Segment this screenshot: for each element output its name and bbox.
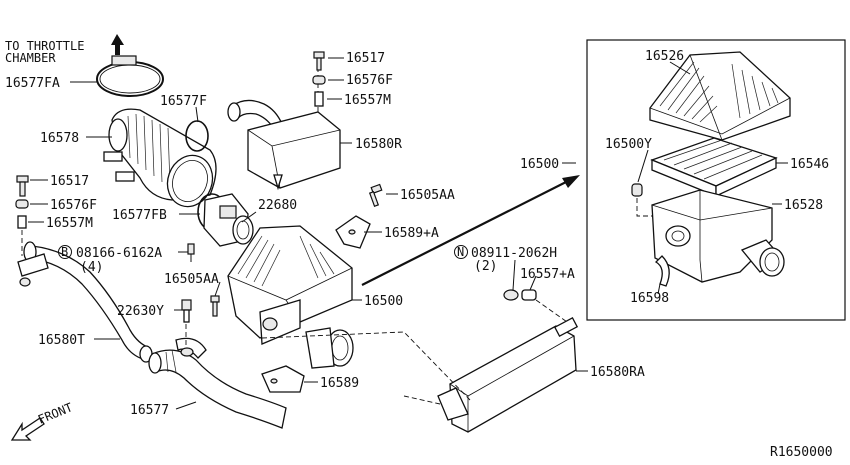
label-b-circle: B	[61, 245, 68, 259]
label-reference-code: R1650000	[770, 445, 833, 460]
air-cleaner-assembly-16500	[227, 225, 354, 369]
label-16589A: 16589+A	[384, 226, 439, 241]
screw-set-top	[312, 51, 326, 107]
label-08911-2062H: 08911-2062H	[471, 246, 557, 261]
label-22680: 22680	[258, 198, 297, 213]
screw-16505AA-mid	[210, 295, 220, 317]
grommet-16500Y	[631, 183, 655, 217]
label-16580R: 16580R	[355, 137, 402, 152]
label-front: FRONT	[36, 400, 75, 427]
resonator-16580R	[227, 58, 341, 191]
leader-lines	[28, 57, 788, 410]
mass-air-flow-sensor-22680	[203, 193, 254, 247]
screw-set-left	[15, 175, 29, 256]
label-16526: 16526	[645, 49, 684, 64]
label-16546: 16546	[790, 157, 829, 172]
air-filter-element	[650, 137, 778, 198]
label-16557M-top: 16557M	[344, 93, 391, 108]
label-08166-6162A: 08166-6162A	[76, 246, 162, 261]
label-16577FB: 16577FB	[112, 208, 167, 223]
hose-16580T	[17, 241, 153, 363]
label-to-throttle: TO THROTTLE	[5, 39, 84, 53]
label-16577FA: 16577FA	[5, 76, 60, 91]
label-16576F-top: 16576F	[346, 73, 393, 88]
label-16577: 16577	[130, 403, 169, 418]
label-16500-mid: 16500	[364, 294, 403, 309]
to-throttle-arrow	[111, 34, 124, 55]
bracket-16589A	[335, 215, 371, 249]
temperature-sensor-22630Y	[180, 299, 194, 357]
bolt-08166-6162A	[187, 243, 195, 262]
resonator-16580RA	[261, 317, 579, 433]
bracket-16589	[261, 365, 305, 393]
n-circle-icon	[454, 245, 468, 259]
air-cleaner-detail-box	[586, 39, 846, 321]
clip-16598	[654, 255, 670, 287]
air-cleaner-upper-cover	[649, 51, 791, 141]
air-duct-16578	[103, 108, 217, 208]
label-16505AA-right: 16505AA	[400, 188, 455, 203]
label-n-circle: N	[457, 245, 464, 259]
hose-clamp-16577FA	[96, 55, 164, 97]
label-16589: 16589	[320, 376, 359, 391]
detail-arrow	[361, 175, 580, 286]
front-direction-arrow	[10, 417, 45, 441]
label-22630Y: 22630Y	[117, 304, 164, 319]
label-16517-left: 16517	[50, 174, 89, 189]
nut-08911-2062H	[503, 289, 519, 301]
label-16598: 16598	[630, 291, 669, 306]
label-16580T: 16580T	[38, 333, 85, 348]
collar-16557A	[521, 289, 571, 325]
label-16557A: 16557+A	[520, 267, 575, 282]
label-16500-outer: 16500	[520, 157, 559, 172]
label-16580RA: 16580RA	[590, 365, 645, 380]
label-qty-2: (2)	[474, 259, 497, 274]
label-16505AA-mid: 16505AA	[164, 272, 219, 287]
hose-clamp-16577F	[185, 120, 209, 152]
label-16576F-left: 16576F	[50, 198, 97, 213]
label-16577F: 16577F	[160, 94, 207, 109]
screw-16505AA-right	[368, 183, 383, 208]
label-16528: 16528	[784, 198, 823, 213]
label-16578: 16578	[40, 131, 79, 146]
part-labels: TO THROTTLE CHAMBER 16577FA 16578 16577F…	[5, 39, 833, 460]
label-16517-top: 16517	[346, 51, 385, 66]
label-qty-4: (4)	[80, 260, 103, 275]
label-chamber: CHAMBER	[5, 51, 56, 65]
air-cleaner-lower-case	[651, 189, 785, 283]
label-16557M-left: 16557M	[46, 216, 93, 231]
label-16500Y: 16500Y	[605, 137, 652, 152]
b-circle-icon	[58, 245, 72, 259]
